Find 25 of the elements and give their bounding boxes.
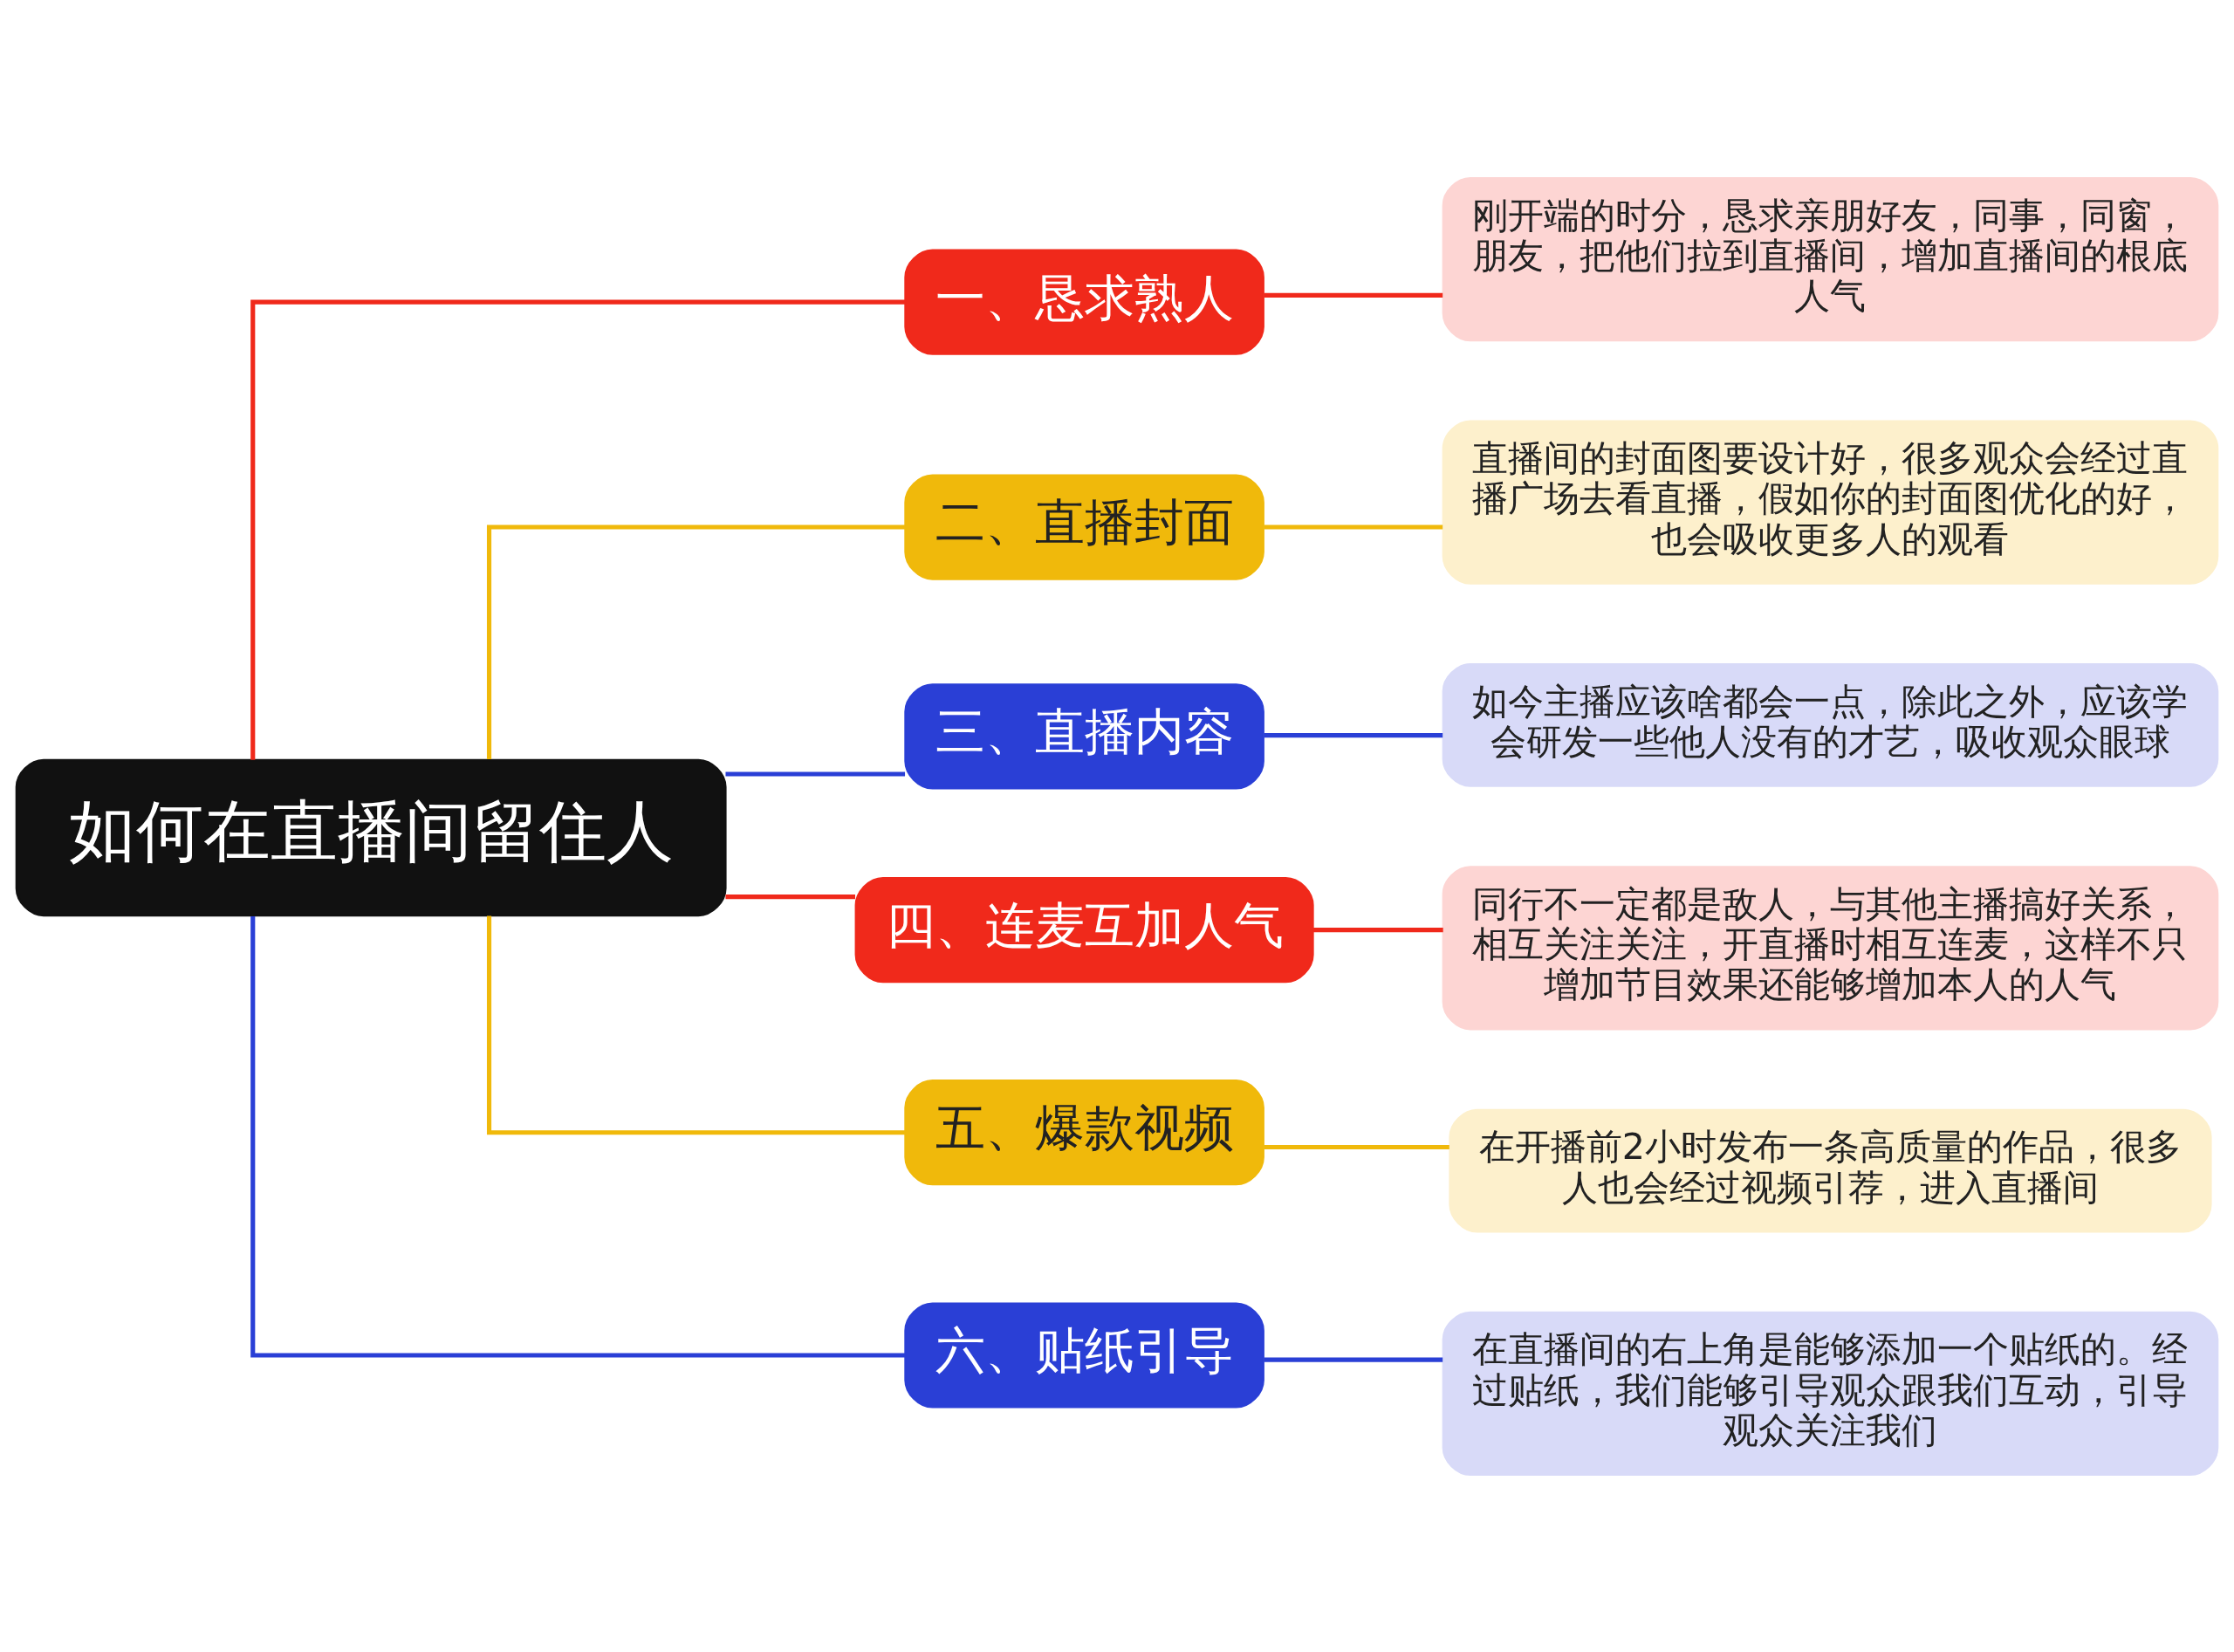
node-box: 如何在直播间留住人 — [15, 758, 727, 916]
node-box: 在开播前2小时发布一条高质量的作品，很多人也会经过视频引荐，进入直播间 — [1449, 1108, 2212, 1232]
connector — [1264, 1144, 1449, 1149]
connector — [250, 299, 906, 760]
connector — [486, 524, 906, 759]
connector — [1264, 524, 1443, 530]
node-box: 同行不一定都是敌人，与其他主播搞好关系，相互关注关注，开直播时相互连麦，这样不只增加节目效果还能够增加本人的人气 — [1442, 865, 2219, 1030]
connector — [1264, 1357, 1443, 1362]
node-box: 刚开端的时分，恳求亲朋好友，同事，同窗，朋友，把他们拉到直播间，增加直播间的根底人气 — [1442, 176, 2219, 341]
node-box: 二、直播封面 — [904, 473, 1264, 580]
node-box: 一、恳求熟人 — [904, 249, 1264, 355]
connector — [1312, 927, 1443, 932]
node-box: 在直播间的右上角是能够添加一个贴纸的。经过贴纸，我们能够引导观众跟我们互动，引导观众关注我们 — [1442, 1311, 2219, 1476]
node-box: 如今主播应该啥都会一点，除此之外，应该学会研发一些他人没有的才艺，吸收观众眼球 — [1442, 662, 2219, 787]
node-box: 五、爆款视频 — [904, 1079, 1264, 1185]
connector — [1264, 292, 1443, 298]
node-box: 三、直播内容 — [904, 682, 1264, 789]
connector — [486, 915, 906, 1134]
connector — [1264, 732, 1443, 737]
connector — [725, 894, 855, 899]
connector — [725, 771, 906, 777]
connector — [250, 915, 906, 1358]
node-box: 四、连麦互加人气 — [854, 876, 1314, 983]
node-box: 六、贴纸引导 — [904, 1301, 1264, 1409]
node-box: 直播间的封面图要设计好，很多观众会经过直播广场去看直播，假如你的封面图优化的好，也会吸收更多人的观看 — [1442, 420, 2219, 585]
